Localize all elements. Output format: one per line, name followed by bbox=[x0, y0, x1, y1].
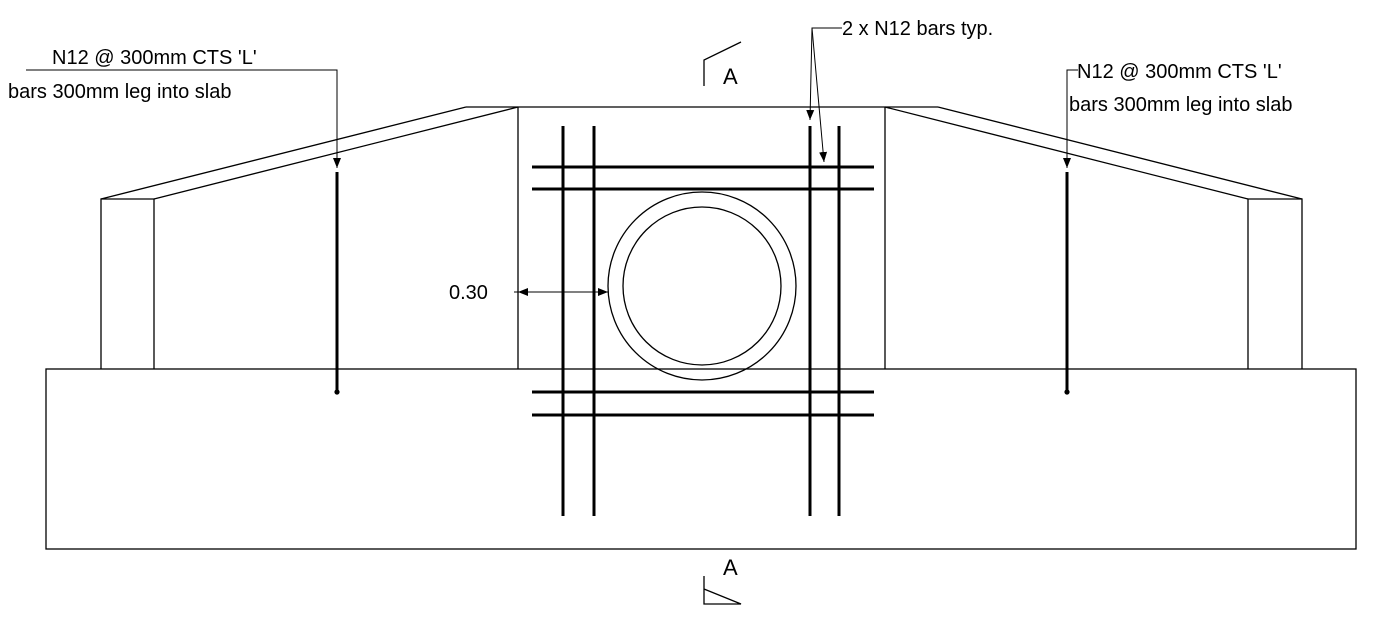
section-label-bottom: A bbox=[723, 555, 738, 580]
reinforcement-bars bbox=[334, 126, 1070, 516]
cover-dimension: 0.30 bbox=[449, 282, 608, 304]
dimension-cover-text: 0.30 bbox=[449, 282, 488, 304]
section-marker-bottom: A bbox=[703, 555, 742, 605]
section-marker-top: A bbox=[703, 41, 742, 89]
callout-left: N12 @ 300mm CTS 'L' bars 300mm leg into … bbox=[8, 47, 341, 168]
right-wing-wall bbox=[884, 106, 1303, 369]
callout-right-line1: N12 @ 300mm CTS 'L' bbox=[1077, 61, 1282, 83]
callout-left-line2: bars 300mm leg into slab bbox=[8, 81, 231, 103]
callout-top: 2 x N12 bars typ. bbox=[806, 18, 993, 163]
l-bar-right-end bbox=[1064, 389, 1070, 395]
left-wing-wall bbox=[100, 106, 519, 369]
section-label-top: A bbox=[723, 64, 738, 89]
callout-right-line2: bars 300mm leg into slab bbox=[1069, 94, 1292, 116]
headwall-body bbox=[466, 106, 938, 369]
base-slab bbox=[45, 368, 1357, 550]
callout-left-line1: N12 @ 300mm CTS 'L' bbox=[52, 47, 257, 69]
l-bar-left-end bbox=[334, 389, 340, 395]
callout-right: N12 @ 300mm CTS 'L' bars 300mm leg into … bbox=[1063, 61, 1292, 168]
callout-top-text: 2 x N12 bars typ. bbox=[842, 18, 993, 40]
pipe-opening bbox=[607, 191, 797, 381]
